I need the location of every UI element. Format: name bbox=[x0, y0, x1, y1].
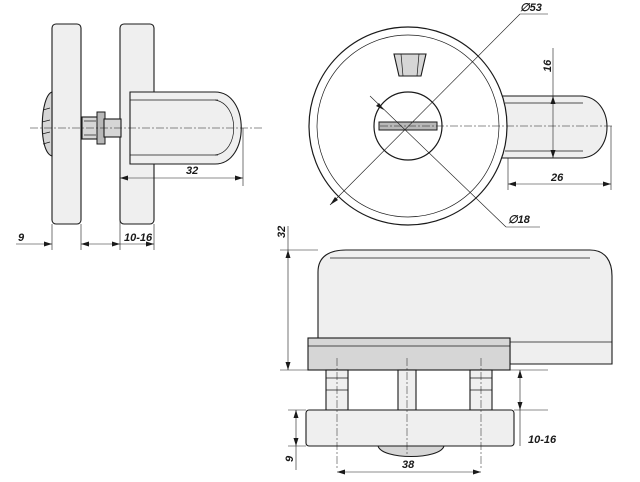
side-dim-10-16: 10-16 bbox=[124, 232, 153, 244]
bottom-dim-38: 38 bbox=[402, 459, 415, 471]
front-dim-26: 26 bbox=[550, 172, 564, 184]
front-dim-18: ∅18 bbox=[508, 214, 531, 226]
front-dim-53: ∅53 bbox=[520, 2, 542, 14]
front-dim-16: 16 bbox=[542, 59, 554, 72]
bottom-main-plate bbox=[307, 337, 511, 371]
front-indicator-window bbox=[393, 53, 427, 77]
front-knob bbox=[499, 95, 608, 159]
side-screw-head bbox=[41, 91, 53, 157]
bottom-screw-head bbox=[377, 445, 445, 458]
side-dim-9: 9 bbox=[18, 232, 25, 244]
bottom-view: 32 9 10-16 38 bbox=[276, 226, 613, 475]
side-left-plate bbox=[51, 23, 82, 225]
side-dim-32: 32 bbox=[186, 165, 198, 177]
bottom-dim-10-16: 10-16 bbox=[528, 434, 557, 446]
bottom-dim-32: 32 bbox=[276, 226, 288, 238]
bottom-dim-9: 9 bbox=[284, 455, 296, 462]
front-view: ∅53 ∅18 16 26 bbox=[308, 2, 612, 228]
side-view: 32 9 10-16 bbox=[16, 23, 262, 250]
bottom-knob-housing bbox=[317, 249, 613, 365]
